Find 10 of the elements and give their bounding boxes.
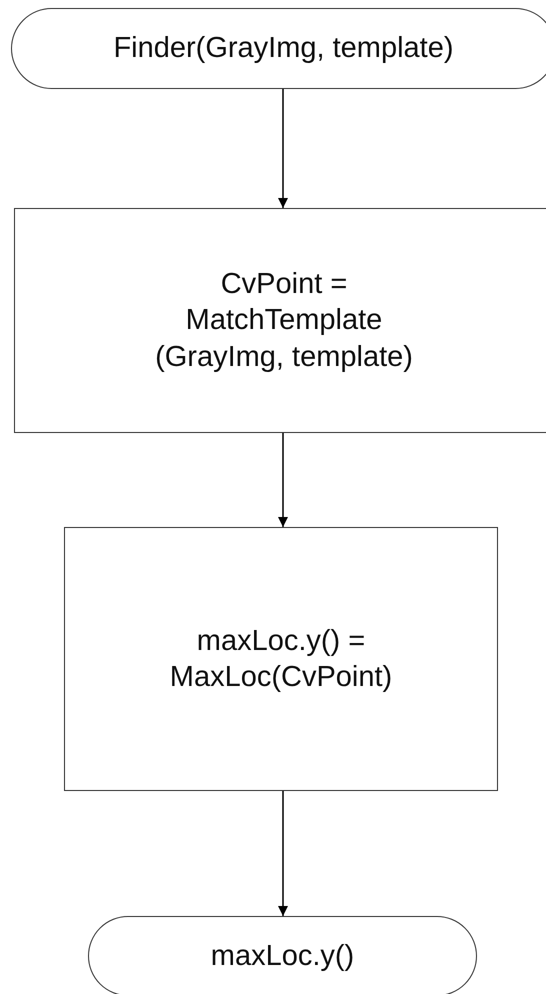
arrow <box>278 791 288 916</box>
arrow <box>278 433 288 527</box>
process-box <box>64 527 498 791</box>
terminator-box <box>11 8 546 89</box>
node-text: CvPoint = MatchTemplate (GrayImg, template) <box>154 267 414 375</box>
arrow <box>278 89 288 208</box>
node-text: maxLoc.y() <box>210 938 354 974</box>
process-box <box>14 208 546 433</box>
node-text: Finder(GrayImg, template) <box>113 31 454 66</box>
node-text: maxLoc.y() = MaxLoc(CvPoint) <box>168 624 394 695</box>
